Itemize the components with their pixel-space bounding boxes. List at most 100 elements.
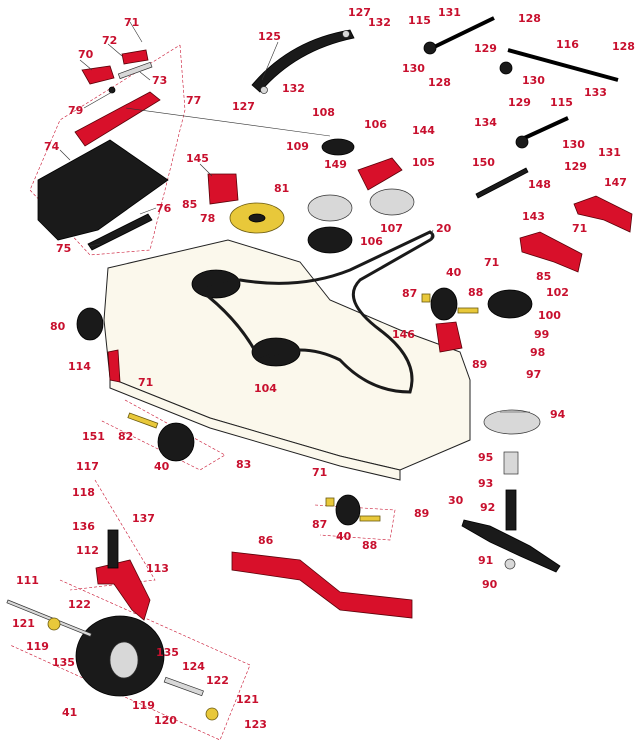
spacer-95 xyxy=(503,451,519,475)
callout-128b: 128 xyxy=(612,40,635,53)
bracket-147 xyxy=(573,195,633,233)
callout-98: 98 xyxy=(530,346,545,359)
callout-71d: 71 xyxy=(138,376,153,389)
spacer-87b xyxy=(325,497,335,507)
callout-129c: 129 xyxy=(564,160,587,173)
callout-113: 113 xyxy=(146,562,169,575)
callout-137: 137 xyxy=(132,512,155,525)
shield-74 xyxy=(37,139,169,241)
callout-132a: 132 xyxy=(368,16,391,29)
arm-115 xyxy=(519,116,569,142)
linkage-assembly xyxy=(423,16,633,273)
deck-pulley-center xyxy=(251,337,301,367)
callout-132b: 132 xyxy=(282,82,305,95)
caster-assembly xyxy=(6,529,219,721)
callout-90: 90 xyxy=(482,578,498,591)
callout-82: 82 xyxy=(118,430,133,443)
callout-128c: 128 xyxy=(428,76,451,89)
pulley-107c xyxy=(369,188,415,216)
bar-75 xyxy=(87,213,153,251)
callout-149: 149 xyxy=(324,158,347,171)
callout-94: 94 xyxy=(550,408,566,421)
bracket-143 xyxy=(519,231,583,273)
callout-133: 133 xyxy=(584,86,607,99)
callout-102: 102 xyxy=(546,286,569,299)
spindle-housing xyxy=(483,409,541,435)
wheel-40c xyxy=(335,494,361,526)
callout-81: 81 xyxy=(274,182,289,195)
callout-134: 134 xyxy=(474,116,497,129)
callout-86: 86 xyxy=(258,534,274,547)
callout-89a: 89 xyxy=(472,358,487,371)
arm-144 xyxy=(357,157,403,191)
callout-122a: 122 xyxy=(68,598,91,611)
spring-150 xyxy=(475,167,529,199)
callout-129b: 129 xyxy=(508,96,531,109)
axle-88b xyxy=(359,515,381,522)
baffle-86 xyxy=(231,551,413,619)
callout-143: 143 xyxy=(522,210,545,223)
washer-91 xyxy=(504,558,516,570)
callout-104: 104 xyxy=(254,382,277,395)
bracket-70 xyxy=(81,65,115,85)
bushing-122b xyxy=(205,707,219,721)
callout-145: 145 xyxy=(186,152,209,165)
callout-124: 124 xyxy=(182,660,205,673)
callout-75: 75 xyxy=(56,242,71,255)
callout-97: 97 xyxy=(526,368,541,381)
callout-40c: 40 xyxy=(336,530,352,543)
callout-108: 108 xyxy=(312,106,335,119)
callout-71e: 71 xyxy=(312,466,327,479)
fork-113 xyxy=(95,559,151,621)
callout-70: 70 xyxy=(78,48,94,61)
bolt-79 xyxy=(108,86,116,94)
washer-127b xyxy=(260,86,268,94)
callout-116: 116 xyxy=(556,38,579,51)
callout-150: 150 xyxy=(472,156,495,169)
callout-87a: 87 xyxy=(402,287,417,300)
shaft-92 xyxy=(505,489,517,531)
callout-135a: 135 xyxy=(52,656,75,669)
callout-119a: 119 xyxy=(26,640,49,653)
spacer-87a xyxy=(421,293,431,303)
callout-20: 20 xyxy=(436,222,452,235)
callout-115a: 115 xyxy=(408,14,431,27)
bracket-145 xyxy=(207,173,239,205)
pulley-107b xyxy=(307,226,353,254)
callout-135b: 135 xyxy=(156,646,179,659)
washer-127a xyxy=(342,30,350,38)
deflector-assembly xyxy=(37,49,239,251)
callout-89b: 89 xyxy=(414,507,429,520)
rod-73 xyxy=(117,61,153,80)
callout-labels: 71 72 70 73 79 77 74 145 76 85 78 75 125… xyxy=(12,6,635,731)
callout-121b: 121 xyxy=(236,693,259,706)
callout-30: 30 xyxy=(448,494,464,507)
callout-88a: 88 xyxy=(468,286,483,299)
callout-146: 146 xyxy=(392,328,415,341)
bushing-122a xyxy=(47,617,61,631)
callout-144: 144 xyxy=(412,124,435,137)
callout-109: 109 xyxy=(286,140,309,153)
axle-88a xyxy=(457,307,479,314)
callout-129a: 129 xyxy=(474,42,497,55)
pulley-108 xyxy=(321,138,355,156)
callout-123: 123 xyxy=(244,718,267,731)
bracket-114 xyxy=(107,349,121,383)
spindle-112 xyxy=(107,529,119,569)
mower-deck xyxy=(103,230,471,481)
callout-71c: 71 xyxy=(484,256,499,269)
callout-72: 72 xyxy=(102,34,117,47)
idler-arm xyxy=(251,29,355,94)
bracket-72 xyxy=(121,49,149,65)
callout-85b: 85 xyxy=(536,270,551,283)
callout-120: 120 xyxy=(154,714,177,727)
callout-93: 93 xyxy=(478,477,493,490)
callout-117: 117 xyxy=(76,460,99,473)
callout-114: 114 xyxy=(68,360,91,373)
callout-106a: 106 xyxy=(364,118,387,131)
callout-112: 112 xyxy=(76,544,99,557)
belt-20 xyxy=(196,230,435,394)
callout-136: 136 xyxy=(72,520,95,533)
wheel-40a xyxy=(430,287,458,321)
